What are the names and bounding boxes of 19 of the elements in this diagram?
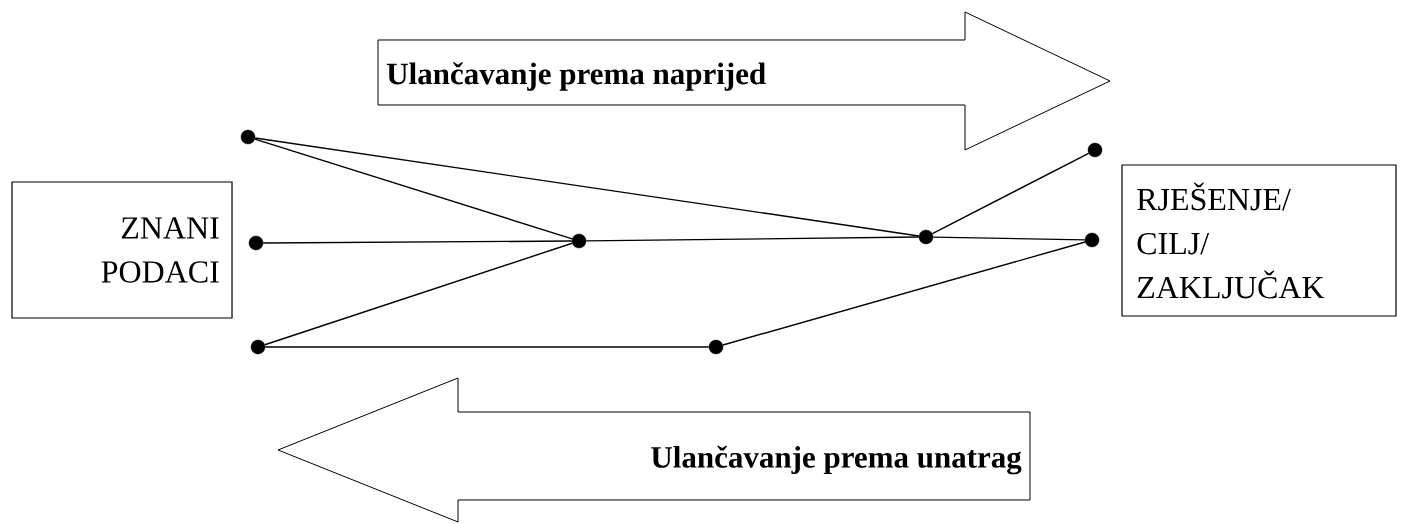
dot xyxy=(918,229,934,245)
line xyxy=(932,236,1086,241)
dot xyxy=(248,235,264,251)
dot xyxy=(571,233,587,249)
text-box: RJEŠENJE/ CILJ/ ZAKLJUČAK xyxy=(1121,164,1397,317)
line xyxy=(264,346,710,348)
line xyxy=(254,137,920,237)
dot xyxy=(1087,142,1103,158)
dot xyxy=(240,129,256,145)
line xyxy=(264,242,573,346)
dot xyxy=(250,339,266,355)
dot xyxy=(708,339,724,355)
dot xyxy=(1084,232,1100,248)
text-box: ZNANI PODACI xyxy=(11,181,233,319)
line xyxy=(931,152,1090,235)
line xyxy=(722,241,1086,346)
line xyxy=(585,236,920,242)
line xyxy=(262,240,573,244)
line xyxy=(254,138,573,240)
